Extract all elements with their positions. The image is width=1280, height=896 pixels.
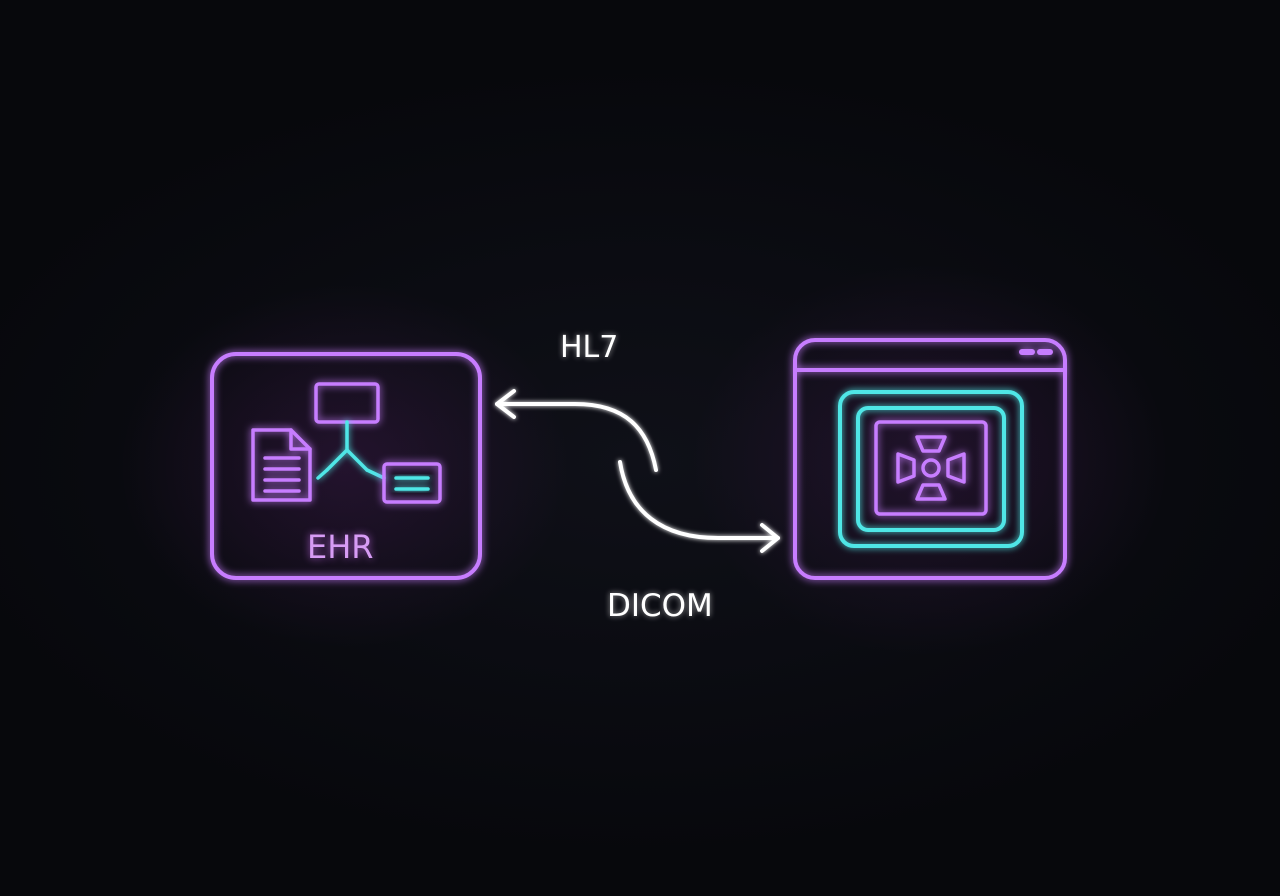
hl7-arrow-head xyxy=(495,389,516,419)
ehr-node xyxy=(210,352,482,580)
hl7-connection xyxy=(495,389,658,472)
ehr-box xyxy=(210,352,482,580)
radiation-icon xyxy=(896,435,966,501)
image-inner-frame xyxy=(874,420,988,516)
image-frame xyxy=(838,390,1024,548)
data-stream-lines xyxy=(555,432,720,504)
hl7-label: HL7 xyxy=(560,330,619,365)
flowchart-icon xyxy=(314,382,442,504)
ehr-label: EHR xyxy=(307,528,374,566)
document-icon xyxy=(251,428,312,502)
dicom-arrow-head xyxy=(760,523,780,553)
imaging-viewer-node xyxy=(793,338,1067,580)
hl7-arrow-line xyxy=(495,402,658,472)
dicom-connection xyxy=(618,460,780,553)
dicom-label: DICOM xyxy=(607,588,713,624)
dicom-arrow-line xyxy=(618,460,780,540)
browser-window-icon xyxy=(793,338,1067,580)
